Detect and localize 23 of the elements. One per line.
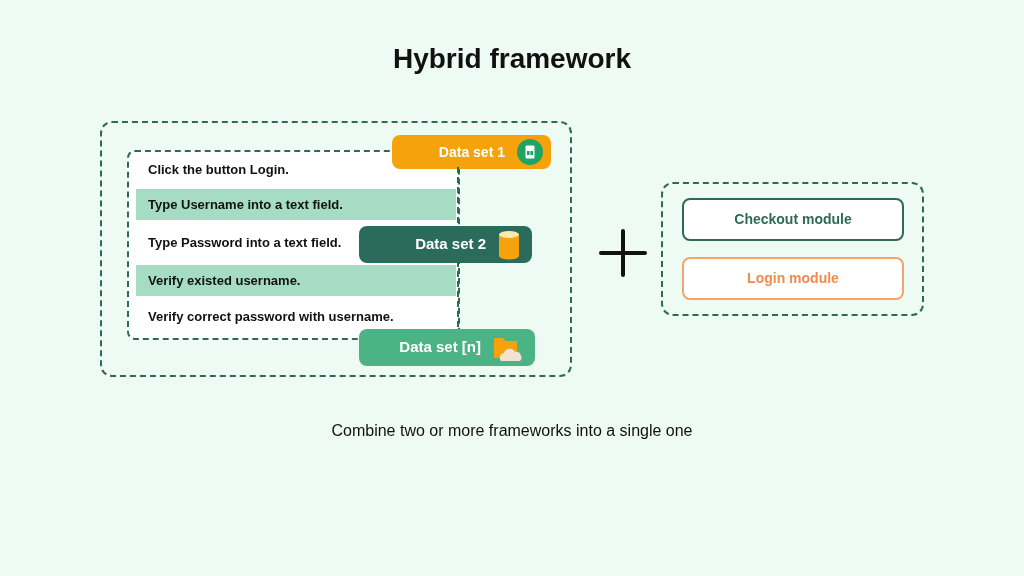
title: Hybrid framework bbox=[392, 42, 632, 76]
data-set-pill bbox=[359, 329, 535, 366]
node-text: Login module bbox=[747, 269, 839, 288]
dashed-connector bbox=[457, 166, 459, 225]
node-text: Type Password into a text field. bbox=[148, 233, 342, 252]
dashed-container bbox=[100, 121, 572, 377]
node-text: Verify existed username. bbox=[148, 271, 301, 290]
node-text: Checkout module bbox=[734, 210, 852, 229]
step-band bbox=[136, 189, 456, 220]
caption: Combine two or more frameworks into a single one bbox=[331, 421, 693, 441]
node-text: Data set [n] bbox=[399, 337, 481, 358]
node-text: Click the button Login. bbox=[148, 161, 289, 180]
data-set-pill bbox=[359, 226, 532, 263]
node-text: Data set 2 bbox=[415, 234, 486, 255]
module-box bbox=[682, 198, 904, 241]
module-box bbox=[682, 257, 904, 300]
step-band bbox=[136, 265, 456, 296]
data-set-pill bbox=[392, 135, 551, 169]
dashed-container bbox=[661, 182, 924, 316]
node-text: Type Username into a text field. bbox=[148, 195, 343, 214]
node-text: Verify correct password with username. bbox=[148, 307, 394, 326]
node-text: Data set 1 bbox=[438, 142, 505, 162]
dashed-connector bbox=[457, 260, 459, 328]
